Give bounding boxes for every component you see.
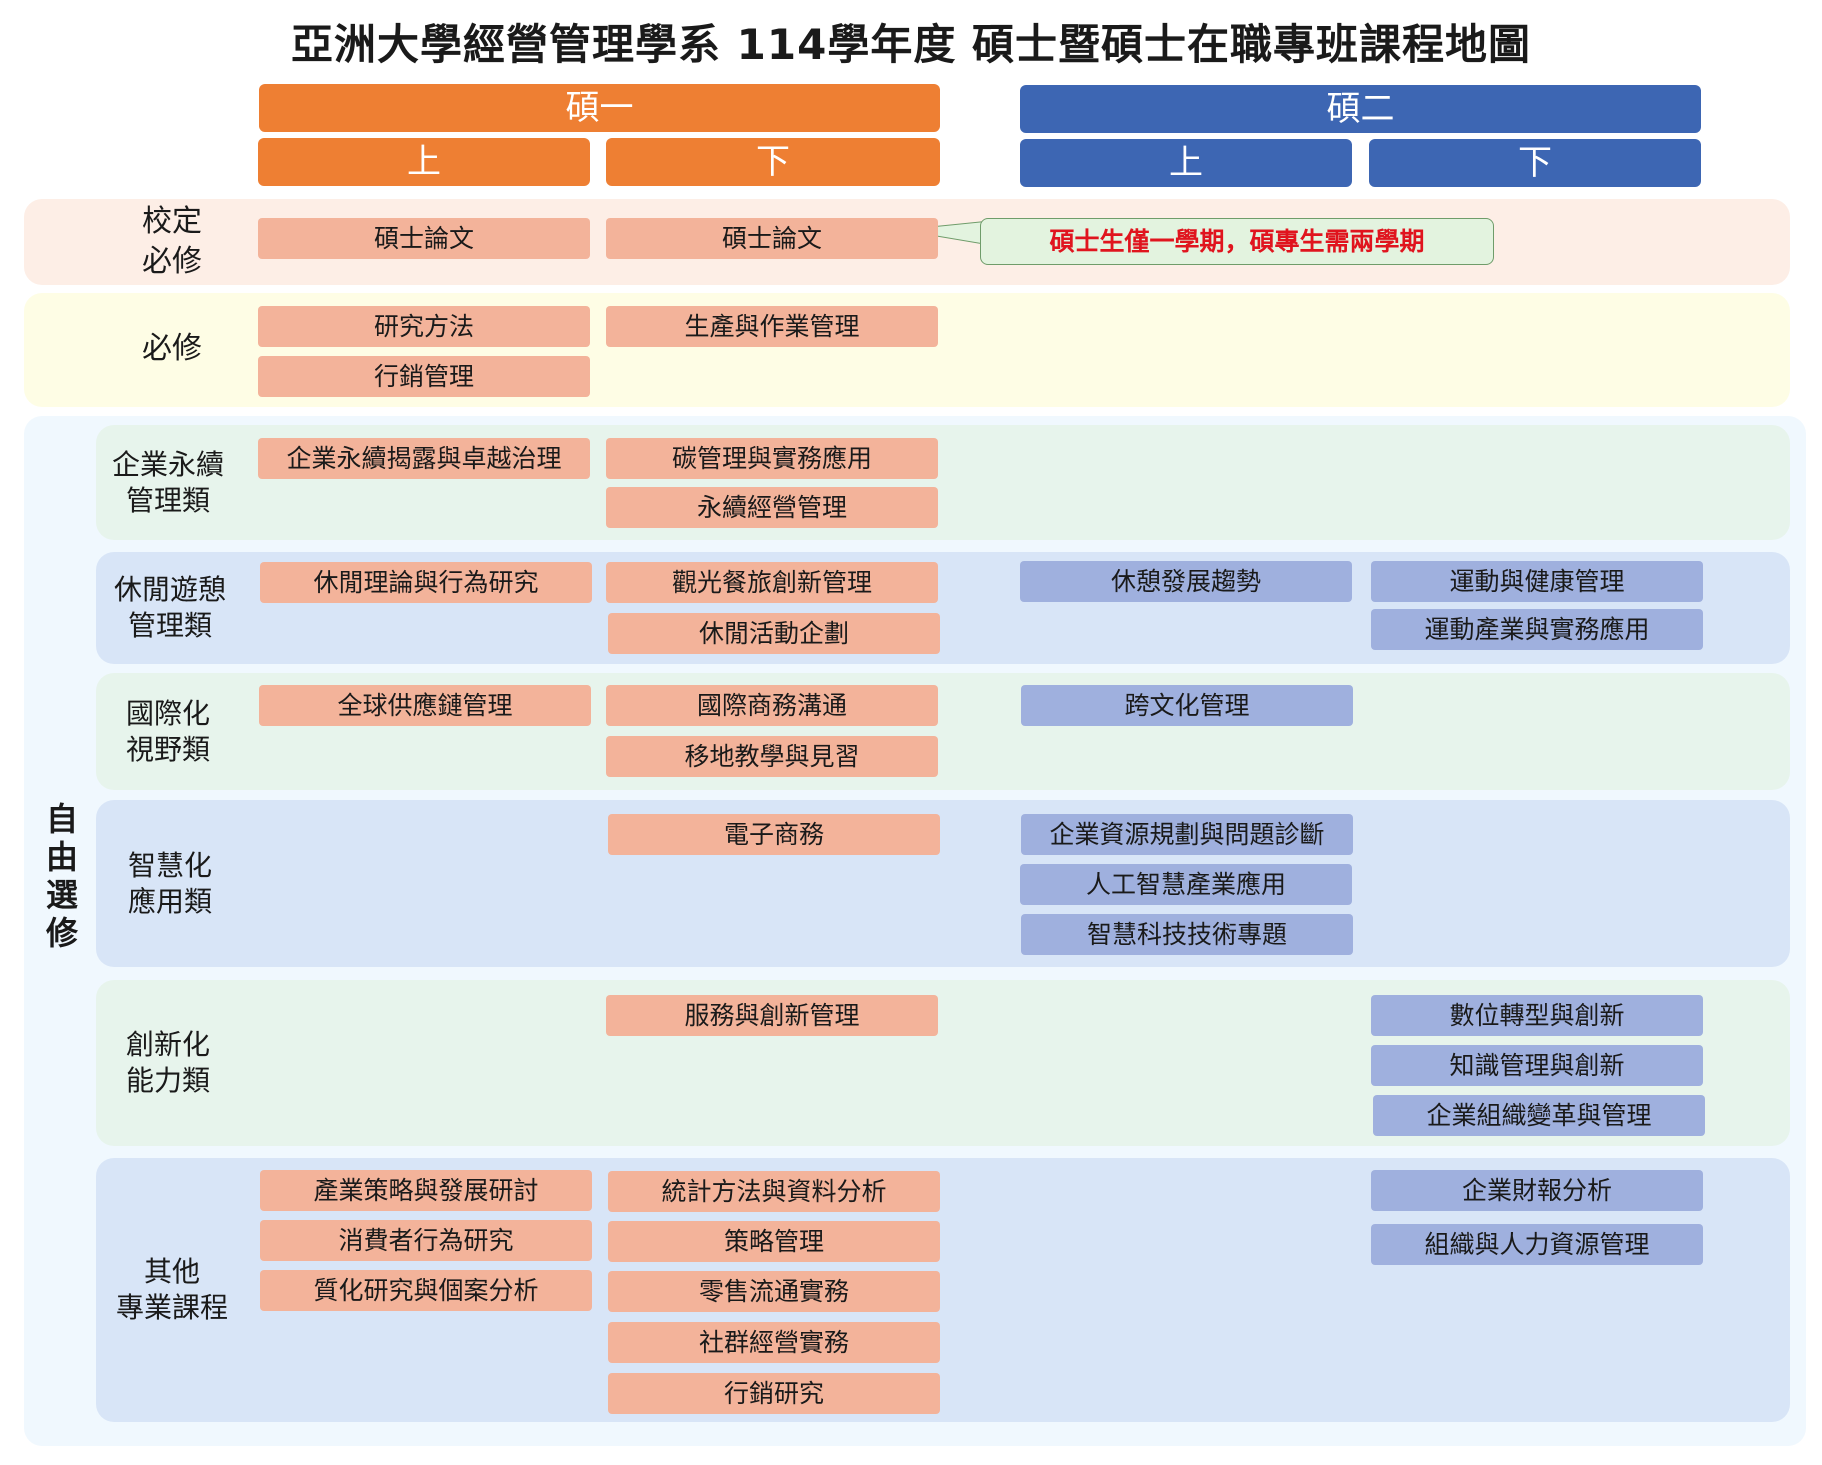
- course-box: 人工智慧產業應用: [1020, 864, 1352, 905]
- course-box: 知識管理與創新: [1371, 1045, 1703, 1086]
- course-box: 休憩發展趨勢: [1020, 561, 1352, 602]
- course-box: 企業資源規劃與問題診斷: [1021, 814, 1353, 855]
- course-box: 觀光餐旅創新管理: [606, 562, 938, 603]
- label-smart: 智慧化應用類: [127, 848, 212, 918]
- course-box: 企業組織變革與管理: [1373, 1095, 1705, 1136]
- course-box: 策略管理: [608, 1221, 940, 1262]
- course-box: 社群經營實務: [608, 1322, 940, 1363]
- course-box: 零售流通實務: [608, 1271, 940, 1312]
- course-box: 休閒理論與行為研究: [260, 562, 592, 603]
- course-box: 統計方法與資料分析: [608, 1171, 940, 1212]
- course-box: 產業策略與發展研討: [260, 1170, 592, 1211]
- course-box: 運動與健康管理: [1371, 561, 1703, 602]
- course-box: 組織與人力資源管理: [1371, 1224, 1703, 1265]
- header-y2-upper: 上: [1020, 139, 1352, 187]
- header-y1-lower: 下: [606, 138, 940, 186]
- label-leisure: 休閒遊憩管理類: [113, 573, 226, 642]
- label-school-required: 校定必修: [142, 204, 202, 279]
- course-box: 生產與作業管理: [606, 306, 938, 347]
- course-box: 質化研究與個案分析: [260, 1270, 592, 1311]
- course-box: 數位轉型與創新: [1371, 995, 1703, 1036]
- header-year2: 碩二: [1020, 85, 1701, 133]
- course-box: 行銷管理: [258, 356, 590, 397]
- course-box: 消費者行為研究: [260, 1220, 592, 1261]
- course-box: 全球供應鏈管理: [259, 685, 591, 726]
- label-other: 其他專業課程: [115, 1255, 228, 1324]
- course-box: 碩士論文: [606, 218, 938, 259]
- course-box: 國際商務溝通: [606, 685, 938, 726]
- course-box: 企業財報分析: [1371, 1170, 1703, 1211]
- note-callout: 碩士生僅一學期，碩專生需兩學期: [980, 218, 1494, 265]
- course-box: 跨文化管理: [1021, 685, 1353, 726]
- course-box: 行銷研究: [608, 1373, 940, 1414]
- course-box: 移地教學與見習: [606, 736, 938, 777]
- course-box: 電子商務: [608, 814, 940, 855]
- label-free-elective: 自 由 選 修: [45, 800, 78, 952]
- header-y2-lower: 下: [1369, 139, 1701, 187]
- course-box: 運動產業與實務應用: [1371, 609, 1703, 650]
- label-sustainability: 企業永續管理類: [111, 447, 224, 517]
- page-title: 亞洲大學經營管理學系 114學年度 碩士暨碩士在職專班課程地圖: [291, 20, 1531, 69]
- course-box: 休閒活動企劃: [608, 613, 940, 654]
- header-year1: 碩一: [259, 84, 940, 132]
- course-box: 永續經營管理: [606, 487, 938, 528]
- course-box: 碩士論文: [258, 218, 590, 259]
- course-box: 碳管理與實務應用: [606, 438, 938, 479]
- course-box: 服務與創新管理: [606, 995, 938, 1036]
- course-box: 企業永續揭露與卓越治理: [258, 438, 590, 479]
- course-box: 智慧科技技術專題: [1021, 914, 1353, 955]
- course-box: 研究方法: [258, 306, 590, 347]
- band-smart: [96, 800, 1790, 967]
- label-required: 必修: [142, 331, 202, 366]
- label-international: 國際化視野類: [125, 696, 210, 766]
- label-innovation: 創新化能力類: [125, 1028, 210, 1097]
- header-y1-upper: 上: [258, 138, 590, 186]
